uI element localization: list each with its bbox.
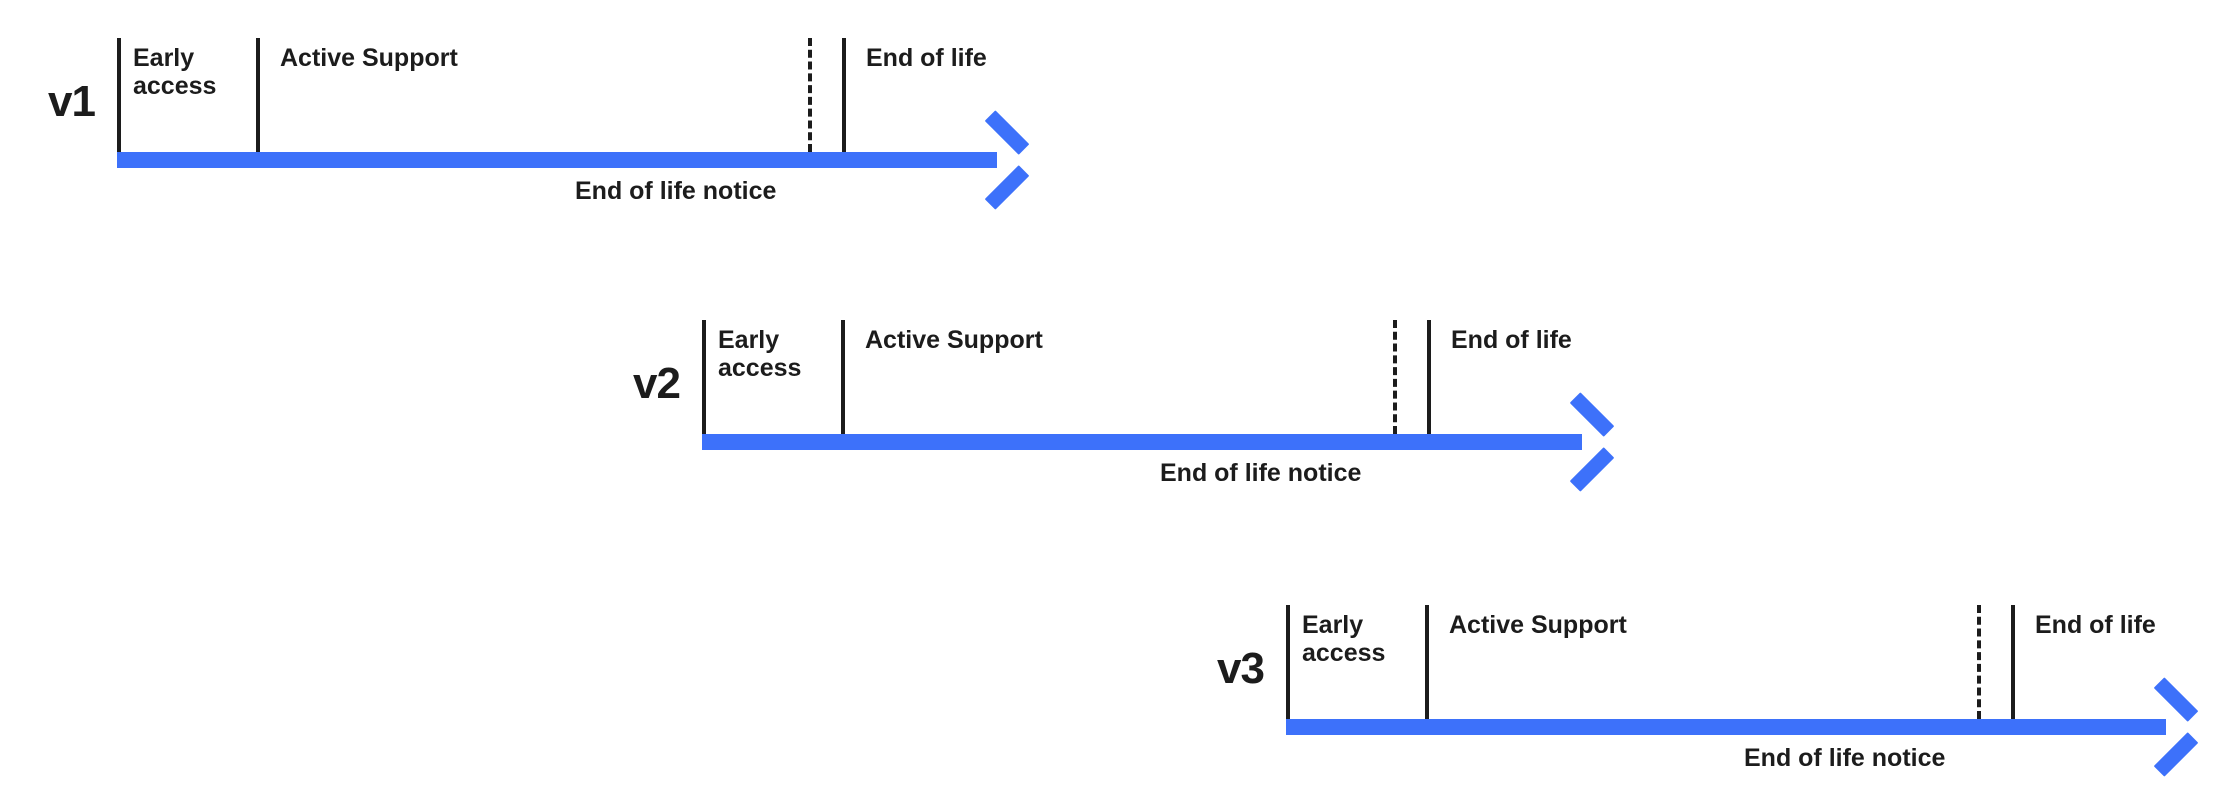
timeline-row-v1: v1 Early access Active Support End of li… xyxy=(0,38,1100,238)
tick-active-support-v3 xyxy=(1425,605,1429,719)
arrow-head-icon-v1 xyxy=(972,126,1040,194)
notice-label-v3: End of life notice xyxy=(1744,744,1946,772)
tick-end-of-life-v3 xyxy=(2011,605,2015,719)
tick-start-v1 xyxy=(117,38,121,152)
tick-start-v2 xyxy=(702,320,706,434)
phase-label-active-support-v3: Active Support xyxy=(1449,611,1627,639)
arrow-head-icon-v3 xyxy=(2141,693,2209,761)
tick-dashed-end-of-life-notice-v1 xyxy=(808,38,812,152)
phase-label-early-access-v1: Early access xyxy=(133,44,217,100)
timeline-row-v3: v3 Early access Active Support End of li… xyxy=(1169,605,2228,805)
lifecycle-bar-line-v2 xyxy=(702,434,1582,450)
phase-label-end-of-life-v2: End of life xyxy=(1451,326,1572,354)
version-label-v2: v2 xyxy=(633,359,681,408)
notice-label-v2: End of life notice xyxy=(1160,459,1362,487)
lifecycle-bar-line-v1 xyxy=(117,152,997,168)
arrow-head-icon-v2 xyxy=(1557,408,1625,476)
version-label-v3: v3 xyxy=(1217,644,1265,693)
lifecycle-bar-line-v3 xyxy=(1286,719,2166,735)
tick-active-support-v1 xyxy=(256,38,260,152)
phase-label-active-support-v1: Active Support xyxy=(280,44,458,72)
phase-label-early-access-v3: Early access xyxy=(1302,611,1386,667)
tick-active-support-v2 xyxy=(841,320,845,434)
phase-label-end-of-life-v3: End of life xyxy=(2035,611,2156,639)
notice-label-v1: End of life notice xyxy=(575,177,777,205)
phase-label-early-access-v2: Early access xyxy=(718,326,802,382)
phase-label-end-of-life-v1: End of life xyxy=(866,44,987,72)
timeline-row-v2: v2 Early access Active Support End of li… xyxy=(585,320,1685,520)
phase-label-active-support-v2: Active Support xyxy=(865,326,1043,354)
tick-end-of-life-v2 xyxy=(1427,320,1431,434)
tick-dashed-end-of-life-notice-v3 xyxy=(1977,605,1981,719)
lifecycle-bar-v3 xyxy=(1286,719,2191,735)
lifecycle-bar-v1 xyxy=(117,152,1022,168)
version-label-v1: v1 xyxy=(48,77,96,126)
tick-end-of-life-v1 xyxy=(842,38,846,152)
lifecycle-bar-v2 xyxy=(702,434,1607,450)
tick-start-v3 xyxy=(1286,605,1290,719)
tick-dashed-end-of-life-notice-v2 xyxy=(1393,320,1397,434)
